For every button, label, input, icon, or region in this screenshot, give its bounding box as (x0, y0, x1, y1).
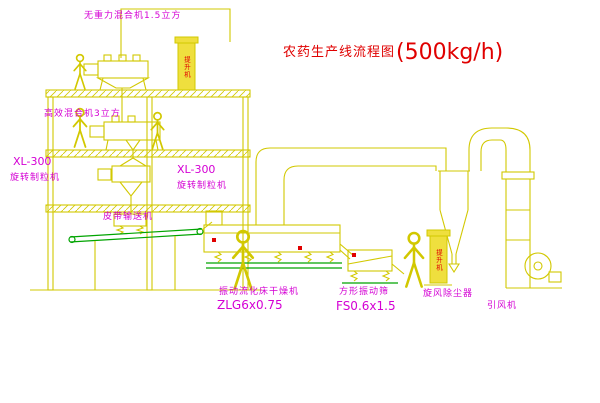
label-high-eff-mixer: 高效混合机3立方 (44, 109, 121, 119)
label-sieve-name: 方形振动筛 (339, 287, 390, 297)
label-xl300-mid: XL-300 (177, 163, 216, 176)
label-sieve-model: FS0.6x1.5 (336, 299, 396, 313)
belt-conveyor (68, 221, 213, 290)
bucket-elevator-1 (174, 36, 199, 91)
label-fan: 引风机 (487, 301, 518, 311)
high-efficiency-mixer (89, 115, 161, 158)
label-dryer-name: 振动流化床干燥机 (219, 287, 300, 297)
title-text: 农药生产线流程图 (283, 45, 396, 61)
label-granulator-left: 旋转制粒机 (10, 173, 61, 183)
rotary-granulator (97, 157, 151, 214)
elevator-1-label: 提升机 (182, 56, 191, 79)
label-xl300-left: XL-300 (13, 155, 52, 168)
worker-figure (403, 231, 425, 288)
induced-draft-fan (524, 252, 562, 289)
drawing-title: 农药生产线流程图(500kg/h) (283, 42, 503, 64)
exhaust-duct (255, 147, 447, 225)
label-belt-conveyor: 皮带输送机 (103, 212, 154, 222)
label-granulator-mid: 旋转制粒机 (177, 181, 228, 191)
exhaust-stack (468, 127, 535, 289)
label-dryer-model: ZLG6x0.75 (217, 298, 283, 312)
steel-frame (30, 89, 262, 291)
worker-figure (150, 111, 165, 150)
title-capacity: (500kg/h) (396, 40, 504, 65)
elevator-2-label: 提升机 (434, 249, 443, 272)
feed-pipe (120, 8, 231, 58)
cyclone-separator (438, 170, 470, 274)
bucket-elevator-2 (424, 229, 452, 286)
square-vibrating-sieve (342, 249, 405, 284)
label-gravity-mixer: 无重力混合机1.5立方 (84, 11, 182, 21)
label-cyclone: 旋风除尘器 (423, 289, 474, 299)
fluid-bed-dryer (203, 210, 355, 269)
